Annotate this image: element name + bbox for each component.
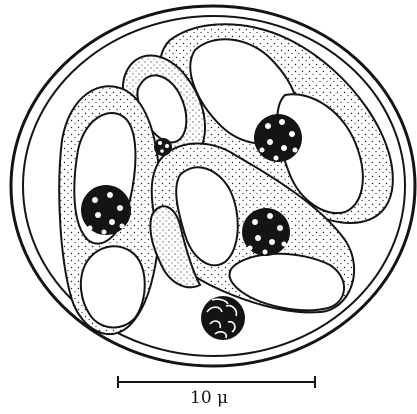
- nucleus-center: [242, 208, 290, 256]
- nucleus-small-top: [154, 138, 172, 156]
- nucleus-left: [81, 185, 131, 235]
- scale-bar: [118, 376, 315, 388]
- scale-bar-label: 10 μ: [190, 388, 250, 408]
- residual-body: [201, 296, 245, 340]
- nucleus-top-right: [254, 114, 302, 162]
